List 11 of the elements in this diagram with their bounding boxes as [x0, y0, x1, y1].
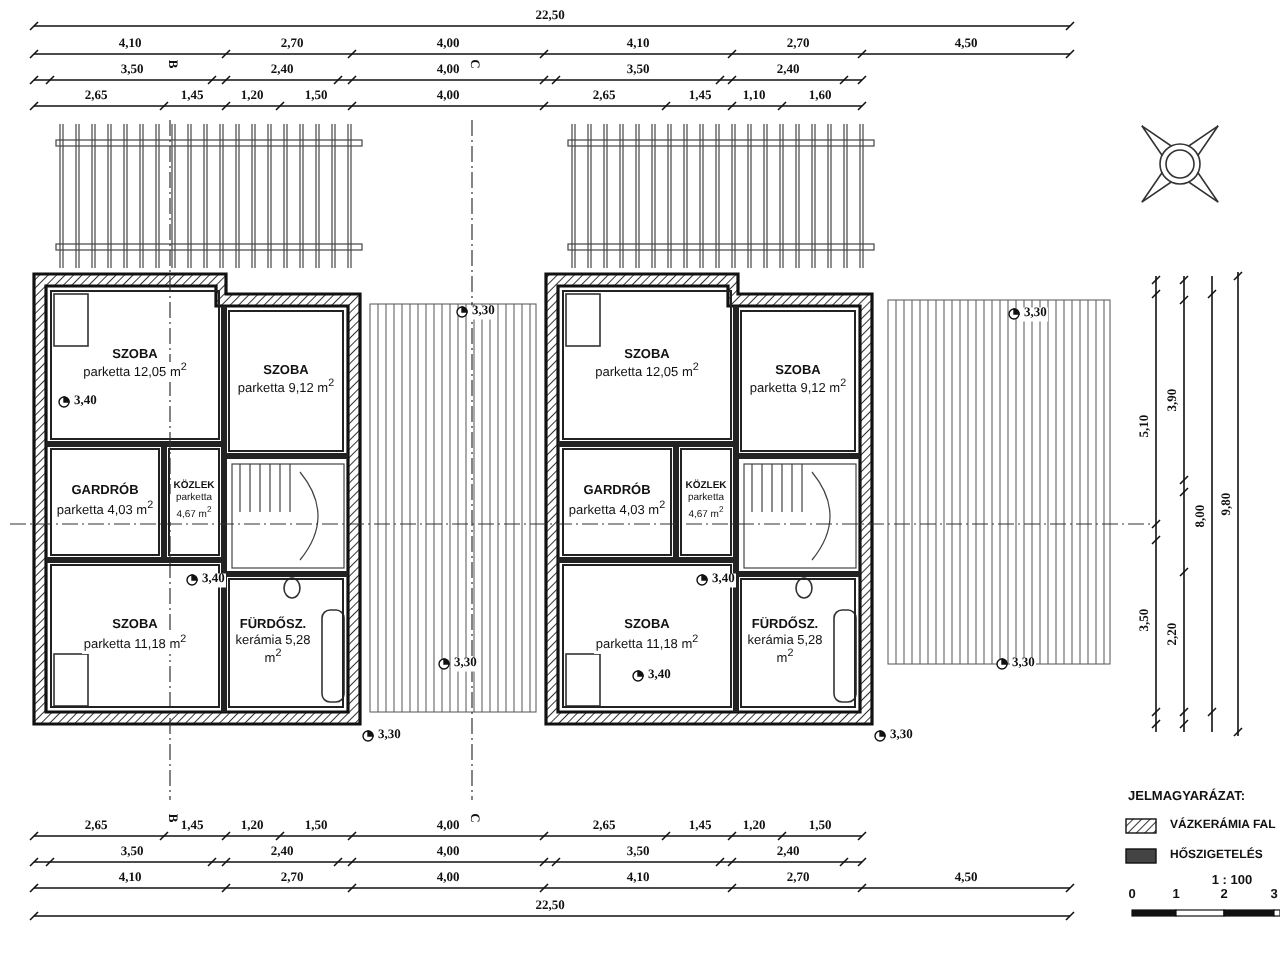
room — [168, 448, 220, 556]
room — [50, 448, 160, 556]
room — [740, 578, 856, 708]
room — [228, 310, 344, 452]
room — [562, 564, 732, 708]
room — [228, 578, 344, 708]
room — [50, 290, 220, 440]
room — [562, 290, 732, 440]
room — [562, 448, 672, 556]
room — [680, 448, 732, 556]
room — [740, 310, 856, 452]
